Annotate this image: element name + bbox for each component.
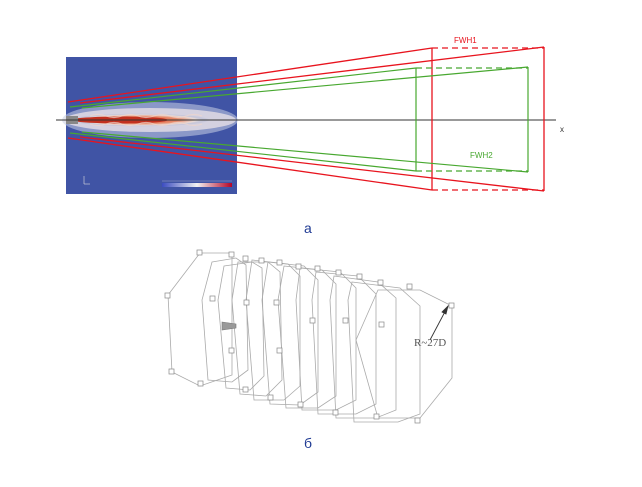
flow-field-image [62,57,238,194]
fwh1-surface [67,46,545,192]
x-axis-label: x [560,125,564,134]
fwh2-surface [69,66,529,173]
panel-b [164,249,455,424]
nozzle-icon [221,321,237,331]
subfigure-label-b: б [304,435,313,451]
subfigure-label-a: a [304,220,312,236]
radius-arrowhead-icon [441,304,449,315]
axis-triad-icon [83,176,90,185]
colorbar [162,180,232,187]
fwh2-label: FWH2 [470,151,493,160]
fwh1-label: FWH1 [454,36,477,45]
panel-a: x FWH1 FWH2 [56,36,564,194]
microphone-markers [164,249,455,424]
radius-label: R~27D [414,337,446,349]
microphone-arcs [167,252,453,423]
